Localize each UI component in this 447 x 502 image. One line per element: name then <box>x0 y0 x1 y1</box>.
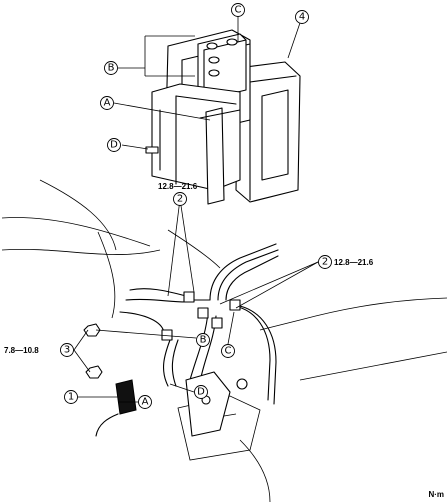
connector-plug <box>95 379 137 437</box>
units-label: N·m <box>428 490 444 499</box>
callout-a-upper: A <box>100 96 114 110</box>
svg-text:3: 3 <box>64 345 70 356</box>
callout-2-right: 2 <box>318 255 332 269</box>
bracket-nuts <box>83 323 103 379</box>
svg-text:2: 2 <box>177 194 183 205</box>
svg-text:1: 1 <box>68 392 74 403</box>
callout-d-lower: D <box>194 385 208 399</box>
svg-text:A: A <box>104 98 111 109</box>
svg-text:A: A <box>142 397 149 408</box>
torque-right: 12.8—21.6 <box>334 258 374 267</box>
svg-text:2: 2 <box>322 257 328 268</box>
callout-4: 4 <box>295 10 309 24</box>
callout-b-upper: B <box>104 61 118 75</box>
svg-text:C: C <box>225 346 232 357</box>
callout-3: 3 <box>60 343 74 357</box>
callout-c-lower: C <box>221 344 235 358</box>
callout-a-lower: A <box>138 395 152 409</box>
svg-text:B: B <box>108 63 115 74</box>
svg-text:D: D <box>197 387 205 398</box>
callout-d-upper: D <box>107 138 121 152</box>
callout-c: C <box>231 3 245 17</box>
callout-2-upper: 2 <box>173 192 187 206</box>
svg-text:4: 4 <box>299 12 305 23</box>
svg-text:B: B <box>200 335 207 346</box>
svg-text:C: C <box>235 5 242 16</box>
svg-text:D: D <box>110 140 118 151</box>
hu-cm-assembly <box>113 16 303 205</box>
torque-upper: 12.8—21.6 <box>158 182 198 191</box>
lower-leader-lines <box>73 198 319 403</box>
callout-1: 1 <box>64 390 78 404</box>
vehicle-body-lines <box>1 179 447 502</box>
callout-b-lower: B <box>196 333 210 347</box>
torque-left: 7.8—10.8 <box>4 346 39 355</box>
